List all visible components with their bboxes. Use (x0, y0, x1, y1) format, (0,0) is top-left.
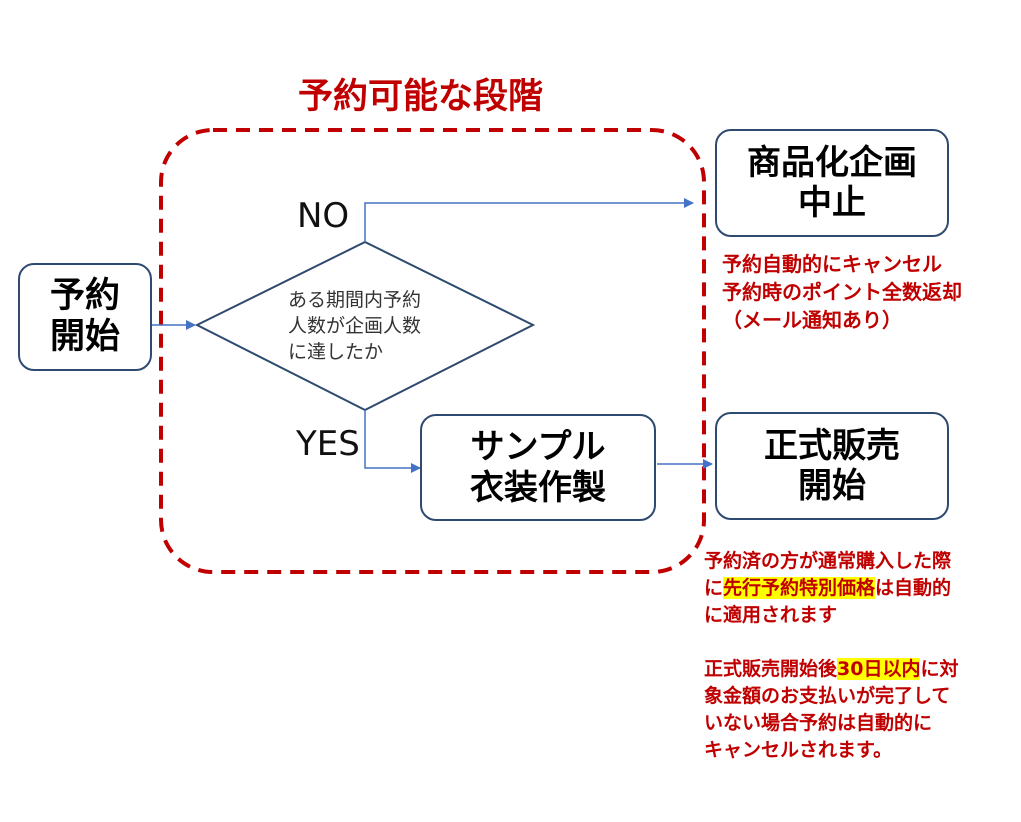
launch-note-p1-line2-post: は自動的 (875, 577, 952, 599)
launch-note-p1-line1: 予約済の方が通常購入した際 (704, 550, 952, 572)
yes-label: YES (296, 424, 360, 464)
cancel-note: 予約自動的にキャンセル 予約時のポイント全数返却 （メール通知あり） (722, 250, 962, 334)
cancel-node-line1: 商品化企画 (747, 142, 917, 183)
decision-diamond (194, 240, 536, 412)
launch-note-p2-line2: 象金額のお支払いが完了して (704, 685, 951, 707)
launch-note-p1-line3: に適用されます (704, 604, 838, 626)
arrow-no-branch (364, 198, 694, 242)
stage-title: 予約可能な段階 (298, 77, 544, 117)
cancel-note-line1: 予約自動的にキャンセル (722, 252, 942, 276)
launch-note-p2-line1-post: に対 (920, 658, 959, 680)
launch-node-line1: 正式販売 (764, 425, 900, 466)
launch-note-p2-line1: 正式販売開始後30日以内に対 (704, 656, 958, 683)
decision-label: ある期間内予約 人数が企画人数 に達したか (288, 287, 458, 365)
launch-note-p2-line4: キャンセルされます。 (704, 739, 893, 761)
launch-note-p1-line2-pre: に (704, 577, 724, 599)
sample-node-line1: サンプル (470, 427, 606, 468)
stage-boundary (159, 128, 706, 574)
arrow-yes-branch (364, 410, 421, 473)
no-label: NO (297, 196, 350, 236)
launch-note-p2-line3: いない場合予約は自動的に (704, 712, 933, 734)
decision-label-line1: ある期間内予約 (288, 289, 422, 311)
launch-note-p2-line1-pre: 正式販売開始後 (704, 658, 838, 680)
cancel-note-line3: （メール通知あり） (722, 308, 902, 332)
start-node-line2: 開始 (49, 317, 120, 357)
launch-node: 正式販売 開始 (715, 412, 949, 520)
decision-label-line3: に達したか (288, 341, 384, 363)
start-node-line1: 予約 (49, 275, 120, 316)
launch-note-spacer (704, 629, 958, 656)
launch-note: 予約済の方が通常購入した際 に先行予約特別価格は自動的 に適用されます 正式販売… (704, 548, 958, 764)
cancel-node-line2: 中止 (798, 183, 866, 223)
thirty-days-highlight: 30日以内 (837, 658, 921, 680)
sample-node: サンプル 衣装作製 (420, 414, 656, 521)
decision-label-line2: 人数が企画人数 (288, 315, 422, 337)
start-node: 予約 開始 (18, 263, 152, 371)
sample-node-line2: 衣装作製 (470, 467, 606, 508)
special-price-highlight: 先行予約特別価格 (723, 577, 876, 599)
launch-node-line2: 開始 (798, 466, 866, 506)
cancel-node: 商品化企画 中止 (715, 129, 949, 237)
cancel-note-line2: 予約時のポイント全数返却 (722, 280, 962, 304)
launch-note-p1-line2: に先行予約特別価格は自動的 (704, 575, 958, 602)
